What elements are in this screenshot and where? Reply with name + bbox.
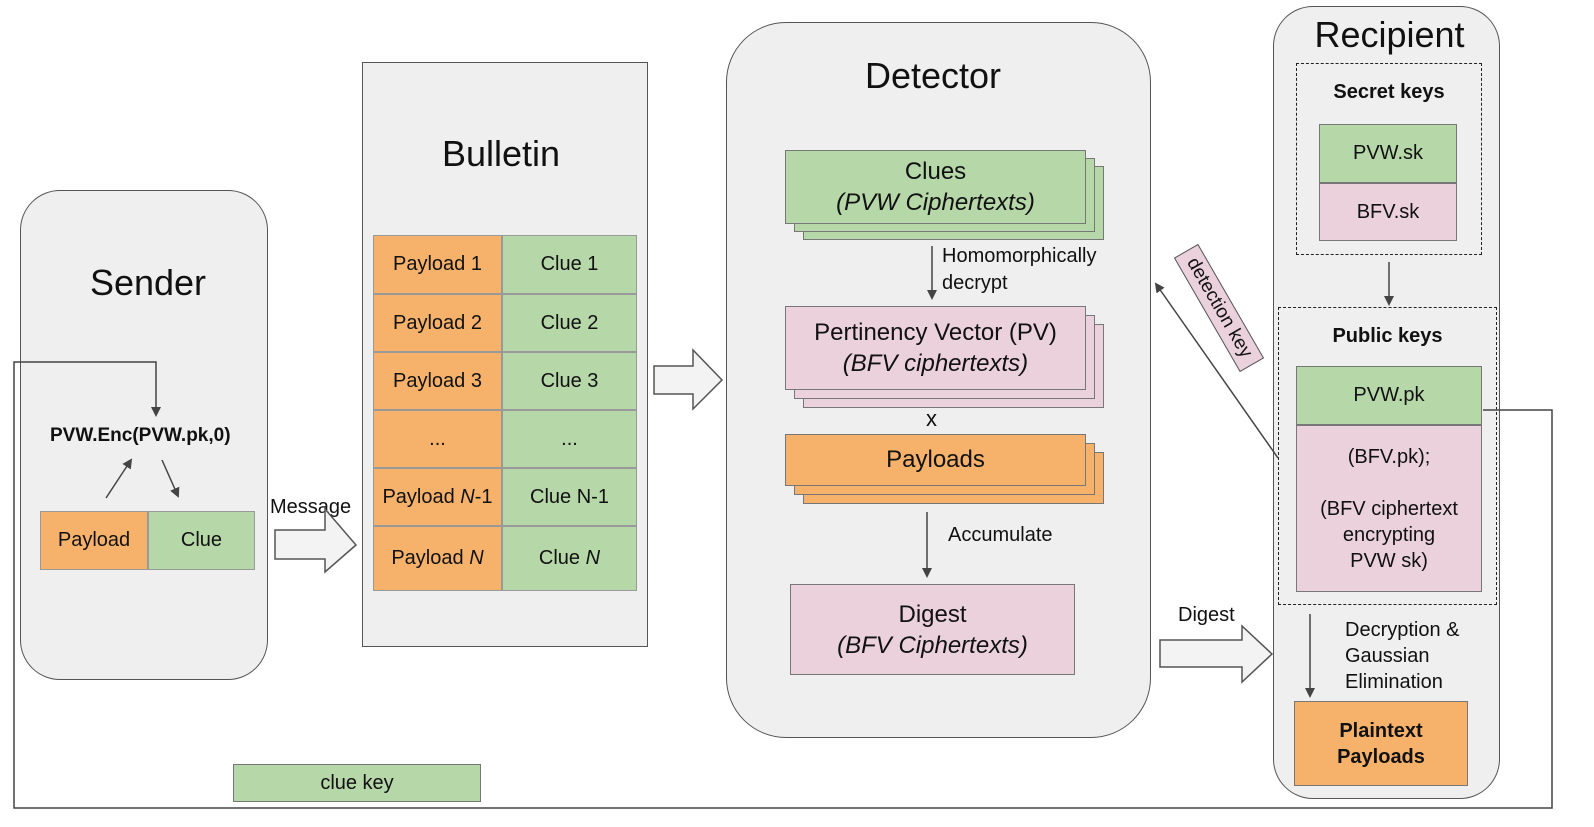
accumulate-label: Accumulate [948, 524, 1053, 546]
bulletin-clue-cell: ... [502, 410, 637, 468]
secret-keys-label: Secret keys [1333, 81, 1445, 103]
pvw-enc-label: PVW.Enc(PVW.pk,0) [50, 425, 231, 446]
payload-prefix: Payload [391, 547, 470, 569]
digest-block-arrow [1159, 624, 1274, 684]
homomorphic-label: Homomorphically [942, 245, 1097, 267]
payload-prefix: Payload [382, 485, 461, 508]
clue-prefix: Clue [538, 547, 586, 569]
bfv-cipher-line: PVW sk) [1350, 549, 1428, 572]
sender-title: Sender [89, 262, 207, 303]
clue-key-box: clue key [233, 764, 481, 802]
decryption-line: Elimination [1345, 671, 1443, 693]
bfv-sk-box: BFV.sk [1319, 183, 1457, 241]
clues-box: Clues (PVW Ciphertexts) [785, 150, 1086, 224]
bulletin-clue-cell: Clue N [502, 526, 637, 591]
clue-var: N [585, 547, 601, 569]
secret-keys-group [1296, 63, 1482, 255]
bfv-pk-box: (BFV.pk); (BFV ciphertext encrypting PVW… [1296, 425, 1482, 592]
decryption-label: Decryption & Gaussian Elimination [1345, 617, 1460, 695]
sender-clue-cell: Clue [148, 511, 255, 570]
message-block-arrow [274, 506, 358, 574]
message-label: Message [270, 496, 352, 518]
pv-label: Pertinency Vector (PV) [814, 319, 1057, 346]
plaintext-payloads-box: Plaintext Payloads [1294, 701, 1468, 786]
digest-label: Digest [898, 600, 967, 628]
public-keys-label: Public keys [1332, 325, 1443, 347]
payload-var: N [469, 547, 484, 569]
sender-up-arrow [105, 458, 133, 499]
decrypt-label: decrypt [942, 272, 1008, 294]
pvw-sk-box: PVW.sk [1319, 124, 1457, 183]
bulletin-title: Bulletin [441, 133, 561, 174]
sender-payload-cell: Payload [40, 511, 148, 570]
detector-title: Detector [864, 55, 1002, 96]
recipient-title: Recipient [1314, 14, 1465, 55]
pvw-pk-box: PVW.pk [1296, 366, 1482, 425]
payloads-box: Payloads [785, 434, 1086, 486]
sender-lane [20, 190, 268, 680]
detection-key-arrow [1154, 282, 1279, 459]
clues-label: Clues [904, 158, 967, 185]
clues-sub-label: (PVW Ciphertexts) [836, 189, 1035, 216]
times-symbol: x [926, 406, 937, 431]
pv-sub-label: (BFV ciphertexts) [842, 350, 1029, 377]
payload-suffix: -1 [474, 485, 493, 508]
sender-down-arrow [161, 459, 180, 498]
digest-box: Digest (BFV Ciphertexts) [790, 584, 1075, 675]
payload-var: N [460, 485, 475, 508]
bulletin-payload-cell: Payload N-1 [373, 468, 502, 526]
digest-arrow-label: Digest [1178, 604, 1235, 626]
bulletin-to-detector-block-arrow [653, 348, 724, 411]
bfv-cipher-line: encrypting [1342, 523, 1436, 546]
bulletin-payload-cell: Payload N [373, 526, 502, 591]
bulletin-clue-cell: Clue 3 [502, 352, 637, 410]
plaintext-line: Plaintext [1339, 719, 1423, 742]
plaintext-line: Payloads [1337, 745, 1425, 768]
public-keys-group [1278, 307, 1497, 605]
clue-key-loop-line [13, 361, 1553, 809]
bulletin-clue-cell: Clue 2 [502, 294, 637, 352]
bulletin-payload-cell: ... [373, 410, 502, 468]
bulletin-payload-cell: Payload 3 [373, 352, 502, 410]
bulletin-payload-cell: Payload 1 [373, 235, 502, 294]
digest-sub-label: (BFV Ciphertexts) [837, 631, 1028, 659]
bulletin-clue-cell: Clue N-1 [502, 468, 637, 526]
decryption-line: Decryption & [1345, 619, 1460, 641]
pv-box: Pertinency Vector (PV) (BFV ciphertexts) [785, 306, 1086, 390]
decryption-line: Gaussian [1345, 645, 1430, 667]
bulletin-clue-cell: Clue 1 [502, 235, 637, 294]
bulletin-payload-cell: Payload 2 [373, 294, 502, 352]
bfv-cipher-line: (BFV ciphertext [1320, 497, 1458, 520]
bfv-pk-label: (BFV.pk); [1347, 445, 1431, 468]
